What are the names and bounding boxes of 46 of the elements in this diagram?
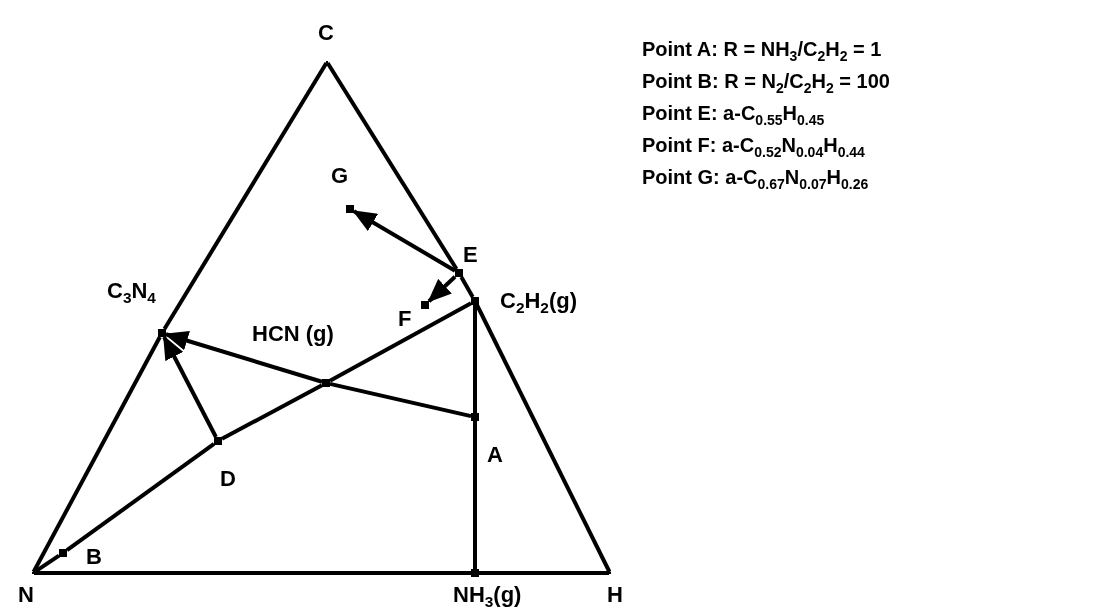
line: [325, 61, 459, 271]
point-label: N: [18, 584, 34, 606]
point-label: C$_{2}$H$_{2}$(g): [500, 290, 577, 316]
point-label: HCN (g): [252, 323, 334, 345]
point-description: Point E: a-C$_{0.55}$H$_{0.45}$: [642, 102, 825, 129]
data-point-marker: [471, 297, 479, 305]
data-point-marker: [421, 301, 429, 309]
point-description: Point G: a-C$_{0.67}$N$_{0.07}$H$_{0.26}$: [642, 166, 869, 193]
point-label: A: [487, 444, 503, 466]
data-point-marker: [59, 549, 67, 557]
line: [65, 442, 216, 552]
arrow: [352, 209, 456, 273]
line: [479, 571, 609, 575]
data-point-marker: [214, 437, 222, 445]
line: [31, 336, 162, 573]
data-point-marker: [471, 569, 479, 577]
data-point-marker: [322, 379, 330, 387]
line: [459, 276, 475, 298]
point-label: H: [607, 584, 623, 606]
line: [162, 61, 329, 331]
point-label: E: [463, 244, 478, 266]
line: [473, 305, 477, 413]
point-label: D: [220, 468, 236, 490]
data-point-marker: [471, 413, 479, 421]
arrow: [164, 331, 323, 384]
line: [221, 383, 323, 441]
line: [473, 421, 477, 569]
arrow: [427, 275, 457, 303]
point-description: Point B: R = N$_{2}$/C$_{2}$H$_{2}$ = 100: [642, 70, 890, 97]
data-point-marker: [455, 269, 463, 277]
data-point-marker: [346, 205, 354, 213]
point-description: Point F: a-C$_{0.52}$N$_{0.04}$H$_{0.44}$: [642, 134, 865, 161]
point-label: B: [86, 546, 102, 568]
arrow: [162, 335, 218, 438]
line: [329, 381, 472, 419]
line: [32, 554, 61, 574]
line: [34, 571, 471, 575]
point-label: F: [398, 308, 412, 330]
point-label: C$_{3}$N$_{4}$: [107, 280, 156, 306]
point-description: Point A: R = NH$_{3}$/C$_{2}$H$_{2}$ = 1: [642, 38, 882, 65]
point-label: NH$_{3}$(g): [453, 584, 522, 609]
line: [329, 301, 472, 383]
point-label: G: [331, 165, 349, 187]
line: [475, 304, 612, 573]
point-label: C: [318, 22, 334, 44]
data-point-marker: [158, 329, 166, 337]
